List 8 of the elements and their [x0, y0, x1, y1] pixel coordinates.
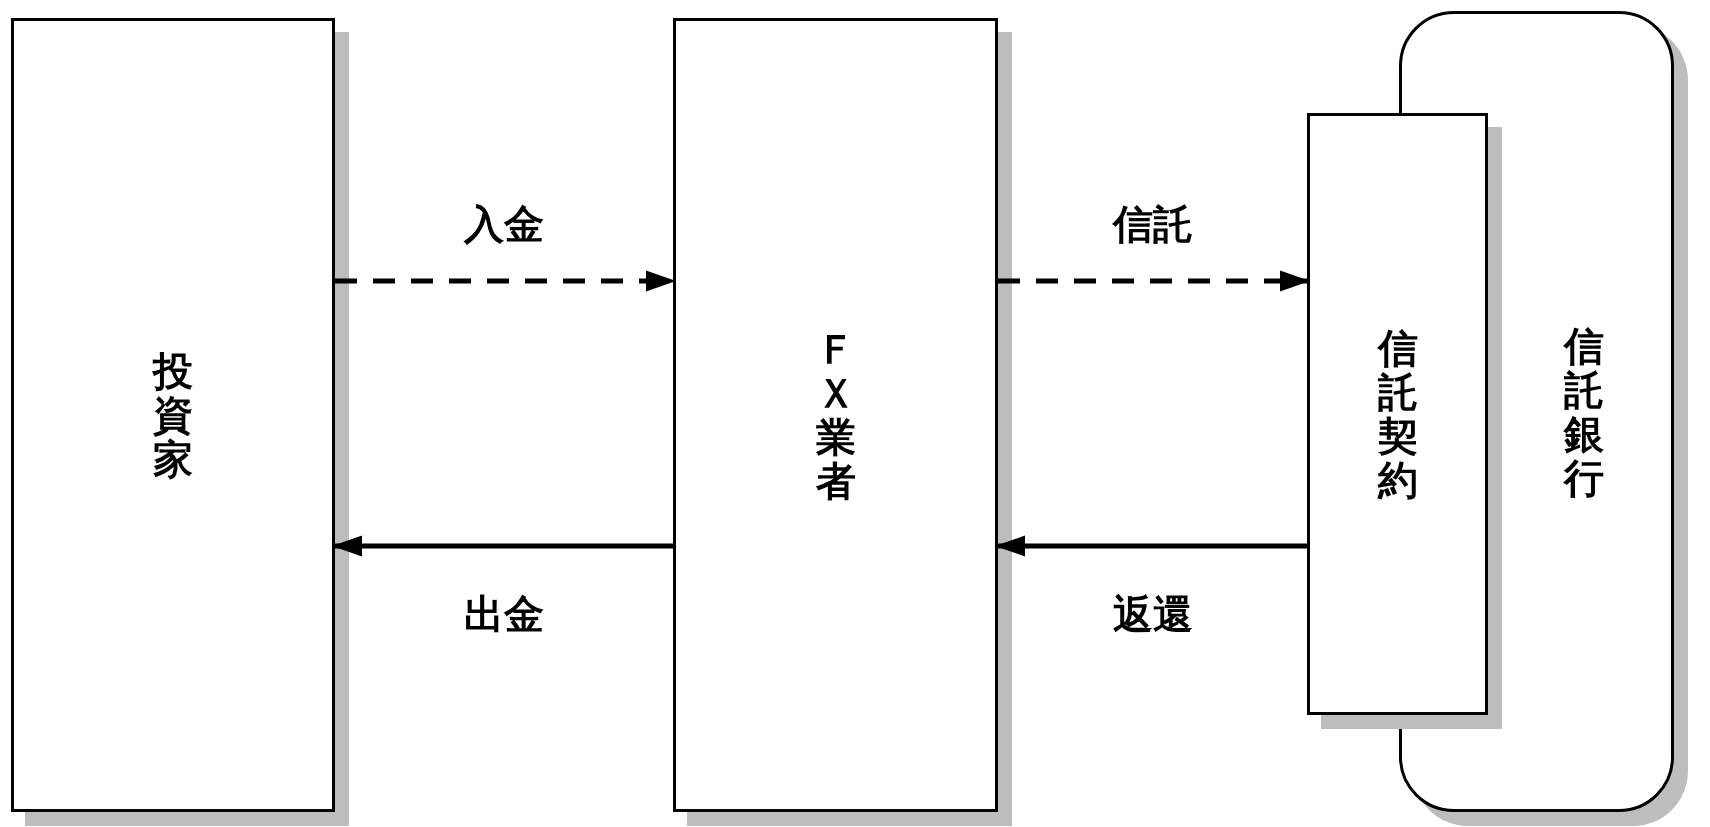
node-label: ＦＸ業者: [815, 327, 856, 503]
node-label: 信託銀行: [1564, 323, 1604, 500]
arrow: [332, 535, 673, 557]
node-label: 投資家: [153, 349, 193, 481]
node-label: 信託契約: [1377, 326, 1418, 502]
arrow: [995, 535, 1307, 557]
arrow: [998, 270, 1310, 292]
arrow: [335, 270, 676, 292]
